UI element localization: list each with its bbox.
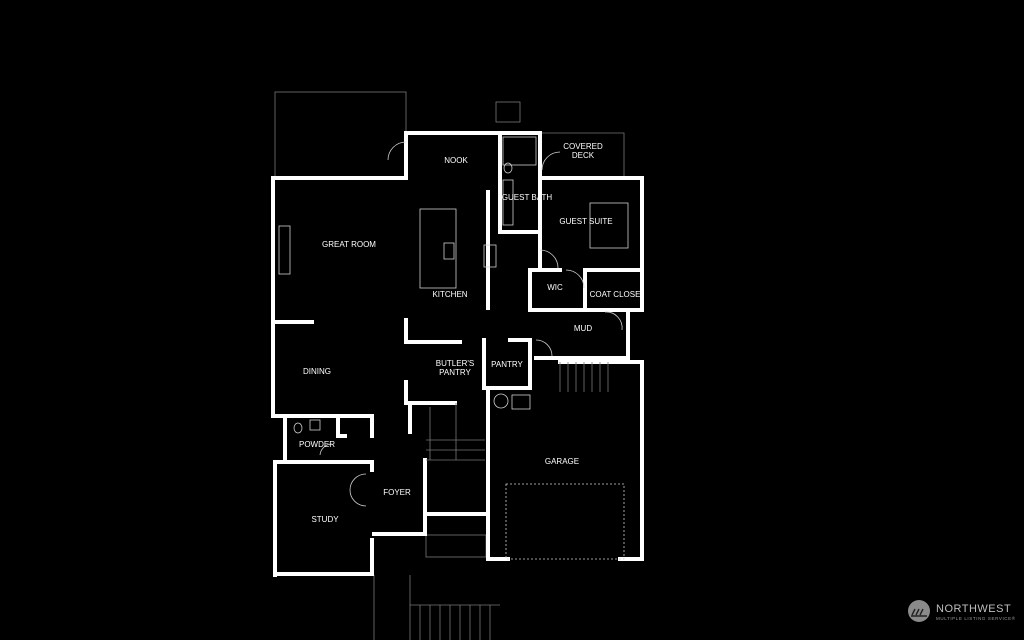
northwest-mls-logo xyxy=(908,600,930,622)
walls xyxy=(271,131,644,577)
rear-patio-outline xyxy=(274,91,407,179)
room-label-covered-deck-2: DECK xyxy=(572,151,595,160)
chimney-outline xyxy=(495,101,521,123)
room-label-kitchen: KITCHEN xyxy=(432,290,467,299)
room-label-guest-bath: GUEST BATH xyxy=(502,193,553,202)
room-label-coat-close: COAT CLOSE xyxy=(590,290,641,299)
powder-toilet xyxy=(293,422,303,434)
room-labels: NOOK COVERED DECK GUEST BATH GUEST SUITE… xyxy=(299,142,640,524)
room-label-dining: DINING xyxy=(303,367,331,376)
room-label-pantry: PANTRY xyxy=(491,360,523,369)
range xyxy=(483,244,497,268)
room-label-mud: MUD xyxy=(574,324,592,333)
toilet xyxy=(503,162,513,174)
vanity xyxy=(502,179,514,226)
room-label-nook: NOOK xyxy=(444,156,468,165)
fireplace xyxy=(278,225,291,275)
island-sink xyxy=(443,242,455,260)
room-label-guest-suite: GUEST SUITE xyxy=(559,217,612,226)
room-label-covered-deck-1: COVERED xyxy=(563,142,603,151)
parking-outline xyxy=(505,483,625,560)
kitchen-island xyxy=(419,208,457,289)
room-label-foyer: FOYER xyxy=(383,488,411,497)
watermark-tagline: MULTIPLE LISTING SERVICE® xyxy=(936,616,1016,621)
room-label-great-room: GREAT ROOM xyxy=(322,240,376,249)
room-label-garage: GARAGE xyxy=(545,457,579,466)
fixtures xyxy=(278,136,629,560)
front-steps xyxy=(410,604,500,640)
covered-deck-outline xyxy=(540,132,625,178)
room-label-study: STUDY xyxy=(311,515,339,524)
watermark-brand: NORTHWEST xyxy=(936,603,1012,615)
shower xyxy=(502,136,537,166)
stairs xyxy=(426,362,609,461)
utility-box xyxy=(511,394,531,410)
doors xyxy=(319,141,623,507)
room-label-wic: WIC xyxy=(547,283,563,292)
room-label-butlers-pantry-1: BUTLER'S xyxy=(436,359,474,368)
room-label-butlers-pantry-2: PANTRY xyxy=(439,368,471,377)
powder-sink xyxy=(309,419,321,431)
room-label-powder: POWDER xyxy=(299,440,335,449)
bed xyxy=(589,202,629,249)
water-heater xyxy=(493,393,509,409)
